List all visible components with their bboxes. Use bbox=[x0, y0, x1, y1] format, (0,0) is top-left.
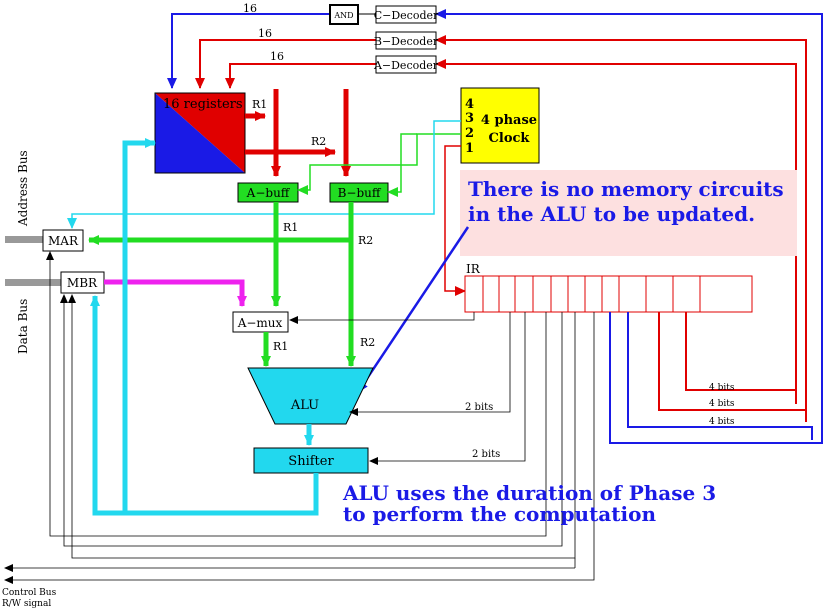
memory-note-pointer bbox=[356, 226, 470, 393]
ir-to-mbr-ctl2 bbox=[68, 294, 576, 559]
a-mux bbox=[232, 311, 289, 333]
alu-bits-label: 2 bits bbox=[465, 402, 493, 413]
a-four-bits-label: 4 bits bbox=[709, 383, 735, 393]
ir-to-c-decoder-1 bbox=[627, 312, 813, 440]
clock bbox=[460, 87, 540, 164]
rw-signal-label: R/W signal bbox=[2, 599, 51, 609]
c-decoder-wire bbox=[167, 13, 330, 89]
phase1-wire bbox=[444, 145, 466, 296]
c-decoder bbox=[375, 5, 437, 24]
a-mux-label: A−mux bbox=[237, 316, 283, 330]
and-gate-label: AND bbox=[333, 11, 353, 20]
a-decoder bbox=[375, 55, 437, 74]
c-decoder-feed bbox=[435, 9, 823, 440]
ir-to-a-decoder bbox=[685, 312, 797, 404]
ir-label: IR bbox=[466, 262, 481, 276]
mar-register bbox=[42, 229, 84, 252]
ir-to-mbr-ctl1 bbox=[60, 294, 563, 547]
shifter-bits-label: 2 bits bbox=[472, 449, 500, 460]
memory-note-box bbox=[460, 170, 797, 256]
b-decoder-wire bbox=[195, 39, 376, 89]
alu bbox=[247, 367, 374, 425]
b-decoder-feed bbox=[435, 35, 807, 422]
control-bus-label: Control Bus bbox=[2, 588, 57, 598]
clock-title-line1: 4 phase bbox=[481, 113, 537, 128]
ir-to-b-decoder bbox=[658, 312, 807, 422]
data-bus bbox=[5, 279, 61, 286]
clock-phase-3: 3 bbox=[465, 111, 474, 126]
a-decoder-label: A−Decoder bbox=[373, 59, 439, 72]
data-bus-label: Data Bus bbox=[16, 299, 30, 354]
register-file bbox=[154, 92, 246, 174]
r1-label-bottom: R1 bbox=[273, 340, 288, 353]
a-decoder-wire bbox=[225, 63, 376, 89]
b-four-bits-label: 4 bits bbox=[709, 399, 735, 409]
b-buffer-label: B−buff bbox=[338, 186, 382, 200]
r2-label-top: R2 bbox=[311, 135, 326, 148]
clock-phase-4: 4 bbox=[465, 97, 474, 112]
r2-label-mid: R2 bbox=[358, 234, 373, 247]
phase3-wire bbox=[67, 120, 461, 229]
r1-label-mid: R1 bbox=[283, 221, 298, 234]
mbr-to-amux bbox=[104, 279, 247, 307]
ir-to-alu bbox=[349, 312, 511, 416]
c-four-bits-label: 4 bits bbox=[709, 417, 735, 427]
c-width-label: 16 bbox=[243, 2, 257, 15]
clock-phase-1: 1 bbox=[465, 141, 474, 156]
instruction-register bbox=[464, 275, 753, 313]
and-gate bbox=[329, 4, 359, 25]
phase2-wire-a bbox=[297, 133, 461, 195]
c-bus-to-mbr bbox=[90, 295, 125, 516]
shifter-label: Shifter bbox=[288, 454, 334, 469]
ir-to-shifter bbox=[369, 312, 526, 465]
a-decoder-feed bbox=[435, 59, 797, 404]
address-bus-label: Address Bus bbox=[16, 150, 30, 227]
clock-title-line2: Clock bbox=[489, 131, 531, 146]
clock-phase-2: 2 bbox=[465, 126, 474, 141]
b-width-label: 16 bbox=[258, 27, 272, 40]
a-width-label: 16 bbox=[270, 50, 284, 63]
phase2-wire-b bbox=[387, 133, 417, 197]
b-decoder-label: B−Decoder bbox=[374, 35, 439, 48]
r2-label-bottom: R2 bbox=[360, 336, 375, 349]
ir-to-c-decoder-2 bbox=[609, 312, 823, 444]
control-bus-line2 bbox=[4, 312, 595, 584]
a-buffer-label: A−buff bbox=[246, 186, 291, 200]
mar-label: MAR bbox=[48, 234, 79, 248]
alu-label: ALU bbox=[290, 398, 319, 413]
shifter bbox=[253, 447, 369, 474]
register-file-blue bbox=[155, 93, 245, 173]
address-bus bbox=[5, 236, 43, 243]
ir-to-amux bbox=[289, 312, 475, 324]
alu-note-line2: to perform the computation bbox=[343, 502, 656, 526]
memory-note-line1: There is no memory circuits bbox=[468, 177, 784, 201]
r1-label-top: R1 bbox=[252, 98, 267, 111]
mbr-label: MBR bbox=[67, 276, 98, 290]
memory-note-line2: in the ALU to be updated. bbox=[468, 202, 755, 226]
c-decoder-label: C−Decoder bbox=[374, 9, 439, 22]
b-decoder bbox=[375, 31, 437, 50]
register-file-label: 16 registers bbox=[163, 97, 243, 112]
alu-note-line1: ALU uses the duration of Phase 3 bbox=[342, 481, 716, 505]
ir-to-mar-ctl bbox=[46, 251, 547, 537]
